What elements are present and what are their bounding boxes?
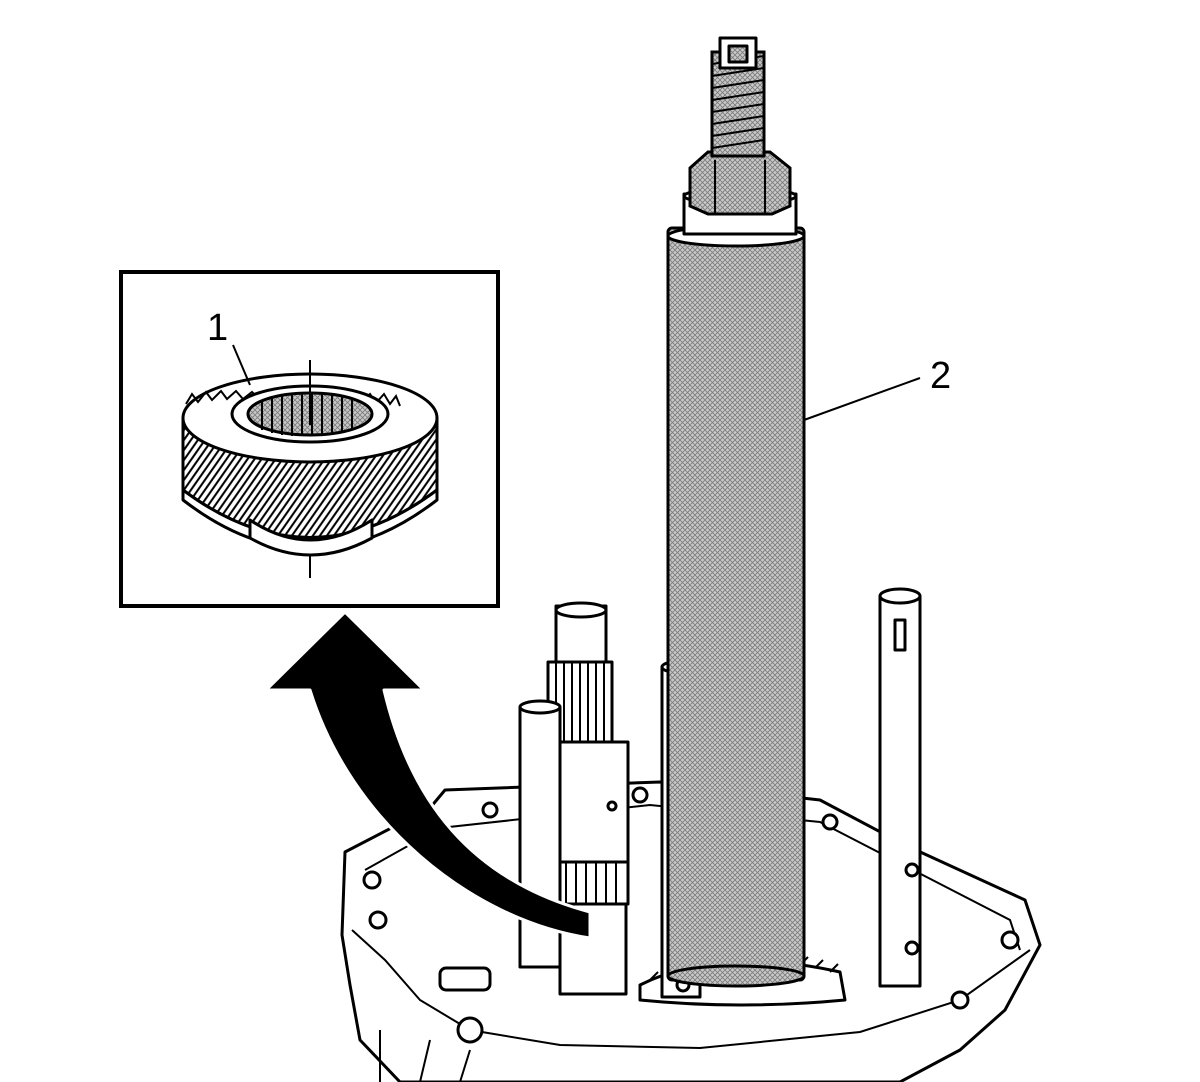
callout-2-leader (803, 377, 921, 421)
removal-direction-arrow (264, 610, 592, 940)
callout-1-label: 1 (207, 307, 228, 349)
helical-gear (181, 360, 439, 578)
callout-1-leader (232, 344, 251, 386)
callout-2-label: 2 (930, 355, 951, 397)
shift-rail (878, 587, 922, 988)
gear-removal-tool (666, 36, 806, 988)
